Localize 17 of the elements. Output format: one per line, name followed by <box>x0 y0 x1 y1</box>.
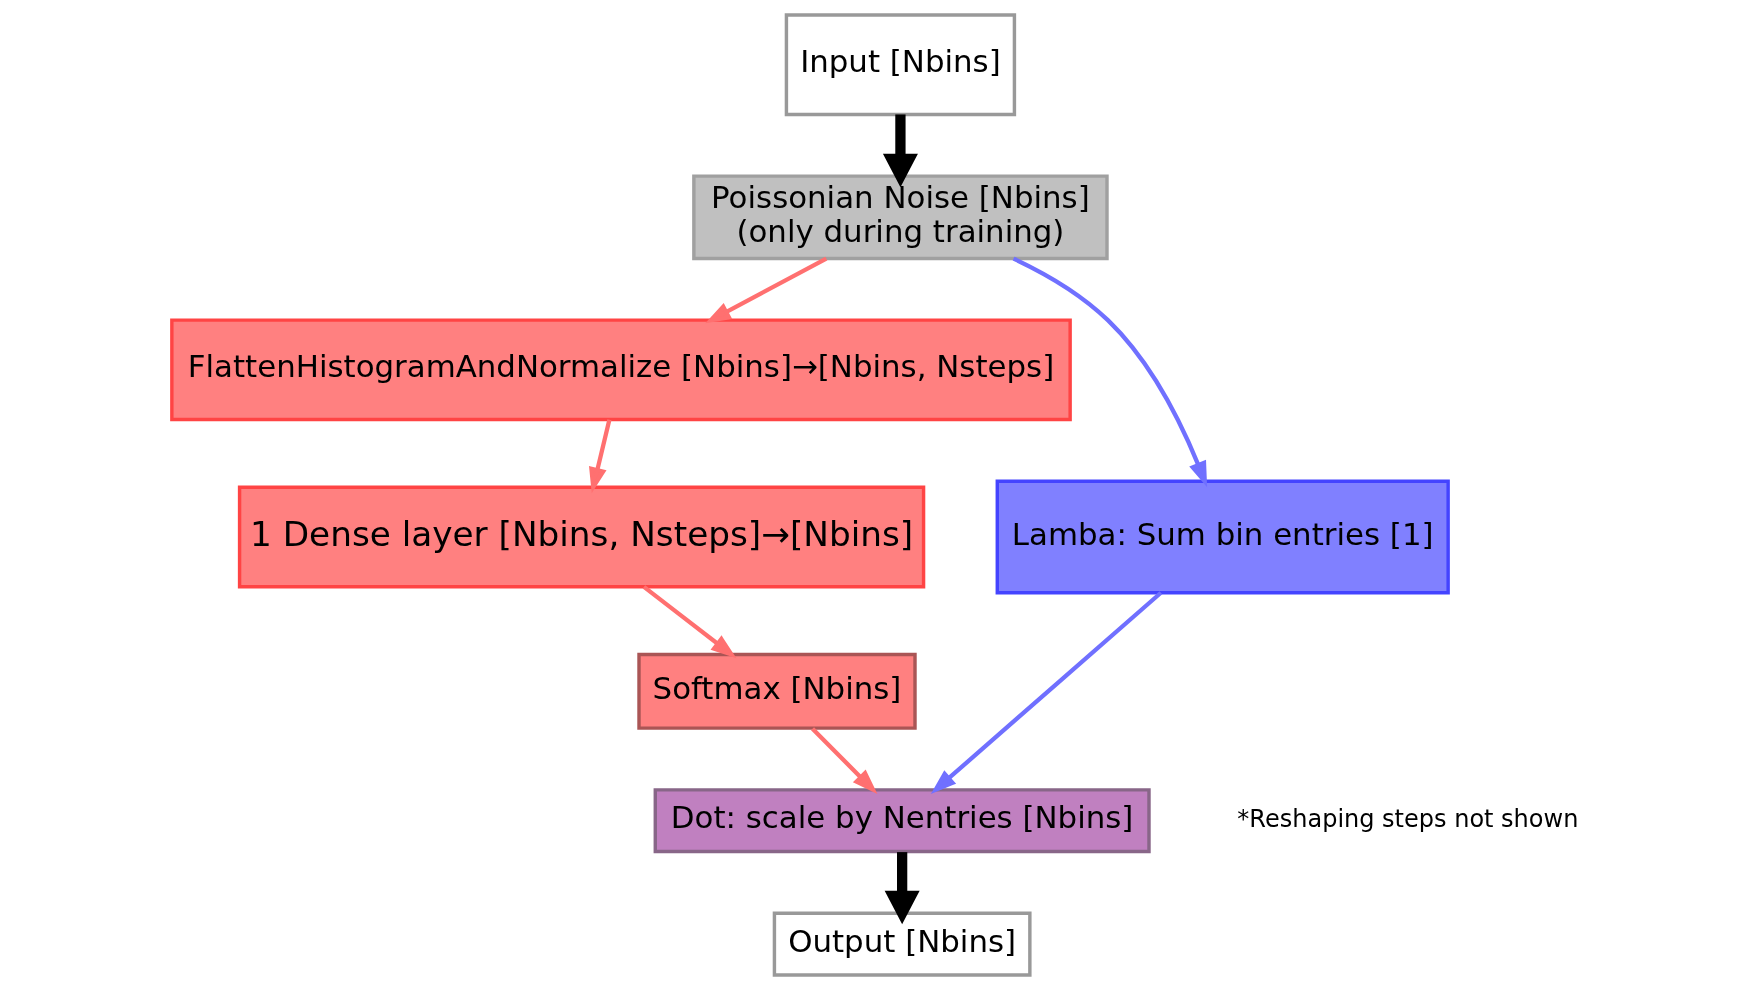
node-box: Lamba: Sum bin entries [1] <box>995 479 1450 595</box>
node-box: Output [Nbins] <box>772 911 1032 977</box>
label: *Reshaping steps not shown <box>1236 805 1578 834</box>
arrow <box>882 114 918 188</box>
arrow <box>588 419 611 494</box>
arrow <box>1012 256 1207 488</box>
arrow <box>884 852 920 925</box>
arrow <box>642 585 736 659</box>
arrow <box>704 256 827 324</box>
node-box: FlattenHistogramAndNormalize [Nbins]→[Nbins, Nsteps] <box>169 318 1072 422</box>
node-box: Poissonian Noise [Nbins] (only during training) <box>691 174 1109 261</box>
node-box: Softmax [Nbins] <box>636 652 917 730</box>
arrow <box>930 591 1162 794</box>
arrow <box>810 727 877 795</box>
node-box: Input [Nbins] <box>784 13 1016 117</box>
node-box: 1 Dense layer [Nbins, Nsteps]→[Nbins] <box>237 485 925 589</box>
node-box: Dot: scale by Nentries [Nbins] <box>653 788 1151 854</box>
